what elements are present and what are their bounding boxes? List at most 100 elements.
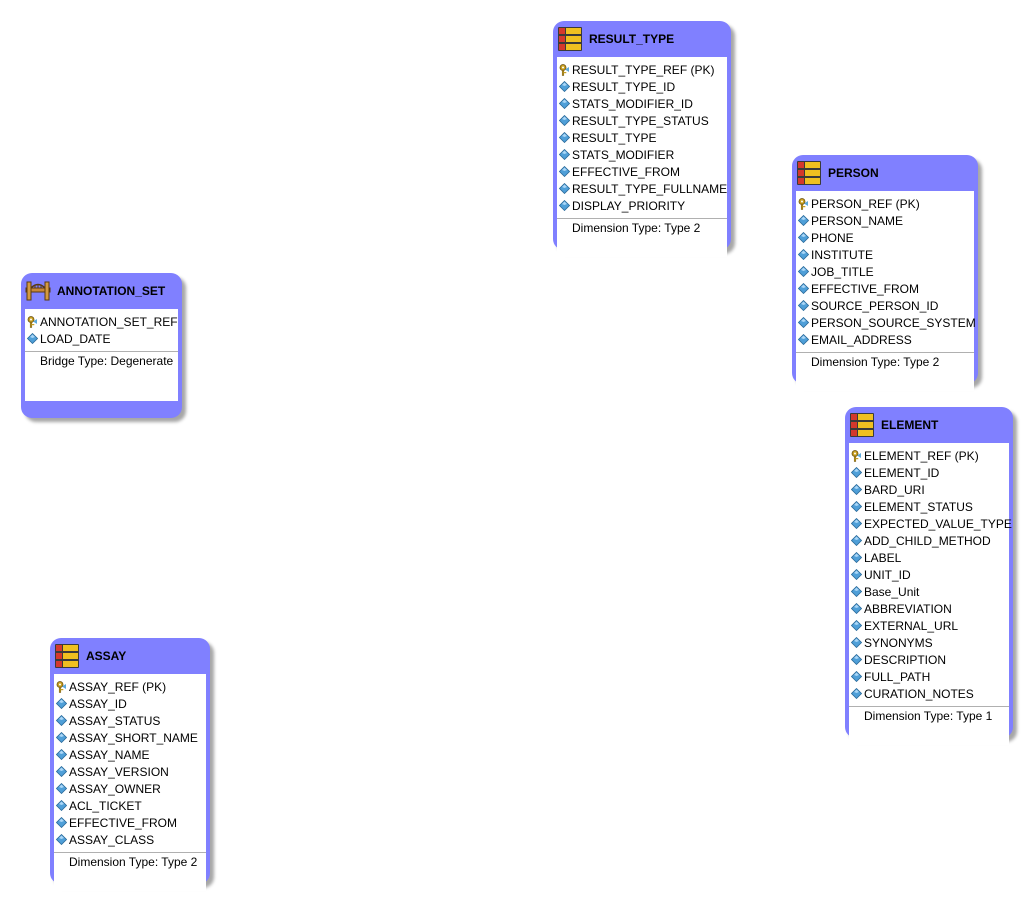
attribute-row[interactable]: ASSAY_CLASS <box>54 832 206 849</box>
attribute-row[interactable]: ELEMENT_REF (PK) <box>849 448 1009 465</box>
attribute-label: ELEMENT_REF (PK) <box>864 449 979 463</box>
entity-element[interactable]: ELEMENT ELEMENT_REF (PK) ELEMENT_ID BARD_U… <box>845 407 1013 745</box>
attribute-row[interactable]: PERSON_REF (PK) <box>796 196 974 213</box>
entity-header[interactable]: ASSAY <box>50 638 210 674</box>
attribute-row[interactable]: INSTITUTE <box>796 247 974 264</box>
attribute-label: PERSON_REF (PK) <box>811 197 920 211</box>
attribute-row[interactable]: ABBREVIATION <box>849 601 1009 618</box>
attribute-row[interactable]: SYNONYMS <box>849 635 1009 652</box>
attribute-row[interactable]: DISPLAY_PRIORITY <box>557 198 727 215</box>
attribute-row[interactable]: ASSAY_SHORT_NAME <box>54 730 206 747</box>
attribute-row[interactable]: RESULT_TYPE_FULLNAME <box>557 181 727 198</box>
entity-title: ELEMENT <box>881 418 939 432</box>
attribute-row[interactable]: ASSAY_ID <box>54 696 206 713</box>
attribute-label: ELEMENT_STATUS <box>864 500 973 514</box>
attribute-row[interactable]: CURATION_NOTES <box>849 686 1009 703</box>
attribute-row[interactable]: DESCRIPTION <box>849 652 1009 669</box>
attribute-row[interactable]: ELEMENT_ID <box>849 465 1009 482</box>
attribute-row[interactable]: RESULT_TYPE_STATUS <box>557 113 727 130</box>
attribute-label: FULL_PATH <box>864 670 931 684</box>
attribute-row[interactable]: FULL_PATH <box>849 669 1009 686</box>
attribute-row[interactable]: JOB_TITLE <box>796 264 974 281</box>
attribute-label: LOAD_DATE <box>40 332 111 346</box>
attribute-label: EXTERNAL_URL <box>864 619 959 633</box>
attribute-row[interactable]: EFFECTIVE_FROM <box>557 164 727 181</box>
bridge-table-icon <box>25 278 51 304</box>
attribute-label: CURATION_NOTES <box>864 687 974 701</box>
attribute-label: DESCRIPTION <box>864 653 947 667</box>
attribute-row[interactable]: ASSAY_REF (PK) <box>54 679 206 696</box>
attribute-label: EXPECTED_VALUE_TYPE <box>864 517 1012 531</box>
attribute-row[interactable]: UNIT_ID <box>849 567 1009 584</box>
attribute-label: PHONE <box>811 231 854 245</box>
attribute-row[interactable]: EFFECTIVE_FROM <box>796 281 974 298</box>
attribute-list: RESULT_TYPE_REF (PK) RESULT_TYPE_ID STATS_… <box>557 57 727 215</box>
attribute-label: LABEL <box>864 551 902 565</box>
entity-header[interactable]: RESULT_TYPE <box>553 21 731 57</box>
attribute-label: STATS_MODIFIER <box>572 148 675 162</box>
attribute-label: RESULT_TYPE_STATUS <box>572 114 709 128</box>
attribute-label: EMAIL_ADDRESS <box>811 333 912 347</box>
attribute-row[interactable]: RESULT_TYPE_REF (PK) <box>557 62 727 79</box>
attribute-row[interactable]: ASSAY_OWNER <box>54 781 206 798</box>
attribute-label: SYNONYMS <box>864 636 933 650</box>
attribute-label: ASSAY_STATUS <box>69 714 161 728</box>
attribute-row[interactable]: EMAIL_ADDRESS <box>796 332 974 349</box>
attribute-label: DISPLAY_PRIORITY <box>572 199 686 213</box>
attribute-row[interactable]: LABEL <box>849 550 1009 567</box>
entity-footer: Dimension Type: Type 2 <box>796 352 974 372</box>
attribute-row[interactable]: ELEMENT_STATUS <box>849 499 1009 516</box>
attribute-row[interactable]: EXPECTED_VALUE_TYPE <box>849 516 1012 533</box>
attribute-label: ABBREVIATION <box>864 602 952 616</box>
attribute-row[interactable]: PERSON_NAME <box>796 213 974 230</box>
entity-header[interactable]: ANNOTATION_SET <box>21 273 182 309</box>
attribute-label: ASSAY_VERSION <box>69 765 169 779</box>
attribute-label: JOB_TITLE <box>811 265 874 279</box>
dimension-table-icon <box>849 412 875 438</box>
dimension-table-icon <box>54 643 80 669</box>
attribute-label: STATS_MODIFIER_ID <box>572 97 693 111</box>
attribute-row[interactable]: STATS_MODIFIER <box>557 147 727 164</box>
attribute-row[interactable]: ACL_TICKET <box>54 798 206 815</box>
attribute-row[interactable]: ASSAY_NAME <box>54 747 206 764</box>
attribute-label: UNIT_ID <box>864 568 911 582</box>
attribute-label: Base_Unit <box>864 585 920 599</box>
attribute-row[interactable]: BARD_URI <box>849 482 1009 499</box>
attribute-row[interactable]: ASSAY_VERSION <box>54 764 206 781</box>
attribute-row[interactable]: STATS_MODIFIER_ID <box>557 96 727 113</box>
attribute-label: RESULT_TYPE_REF (PK) <box>572 63 715 77</box>
attribute-label: RESULT_TYPE_FULLNAME <box>572 182 728 196</box>
entity-result-type[interactable]: RESULT_TYPE RESULT_TYPE_REF (PK)RESULT_T… <box>553 21 731 257</box>
attribute-row[interactable]: ADD_CHILD_METHOD <box>849 533 1009 550</box>
attribute-label: RESULT_TYPE <box>572 131 657 145</box>
entity-header[interactable]: PERSON <box>792 155 978 191</box>
attribute-row[interactable]: Base_Unit <box>849 584 1009 601</box>
attribute-label: ELEMENT_ID <box>864 466 940 480</box>
attribute-row[interactable]: RESULT_TYPE_ID <box>557 79 727 96</box>
attribute-label: EFFECTIVE_FROM <box>572 165 681 179</box>
attribute-row[interactable]: RESULT_TYPE <box>557 130 727 147</box>
entity-title: RESULT_TYPE <box>589 32 675 46</box>
attribute-row[interactable]: ANNOTATION_SET_REF <box>25 314 178 331</box>
attribute-label: ADD_CHILD_METHOD <box>864 534 991 548</box>
attribute-row[interactable]: EFFECTIVE_FROM <box>54 815 206 832</box>
attribute-label: INSTITUTE <box>811 248 873 262</box>
entity-header[interactable]: ELEMENT <box>845 407 1013 443</box>
attribute-row[interactable]: PERSON_SOURCE_SYSTEM <box>796 315 976 332</box>
attribute-row[interactable]: ASSAY_STATUS <box>54 713 206 730</box>
attribute-row[interactable]: EXTERNAL_URL <box>849 618 1009 635</box>
entity-title: ANNOTATION_SET <box>57 284 166 298</box>
attribute-row[interactable]: PHONE <box>796 230 974 247</box>
attribute-row[interactable]: SOURCE_PERSON_ID <box>796 298 974 315</box>
attribute-label: PERSON_SOURCE_SYSTEM <box>811 316 976 330</box>
attribute-row[interactable]: LOAD_DATE <box>25 331 178 348</box>
attribute-label: RESULT_TYPE_ID <box>572 80 676 94</box>
